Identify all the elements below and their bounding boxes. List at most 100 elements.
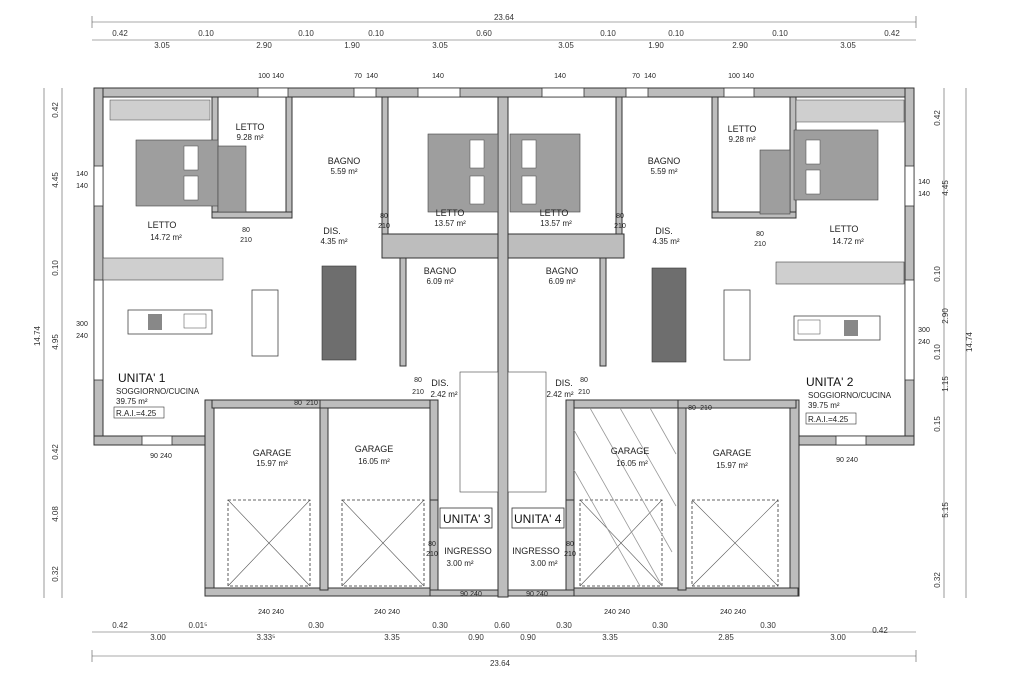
opening-height: 140 [918, 179, 930, 186]
garage-door-icon [691, 499, 779, 587]
dining-table-icon [251, 289, 279, 357]
left-dim: 0.42 [51, 444, 60, 460]
opening-height: 210 [412, 389, 424, 396]
unit-2-area: 39.75 m² [808, 401, 840, 410]
bottom-dimensions: 0.42 0.01⁵ 0.30 0.30 0.60 0.30 0.30 0.30… [91, 621, 917, 668]
top-dimensions: 23.64 0.42 0.10 0.10 0.10 0.60 0.10 0.10… [91, 13, 917, 50]
top-dim: 0.10 [368, 29, 384, 38]
opening-width: 100 [728, 73, 740, 80]
room-area: 15.97 m² [256, 459, 288, 468]
room-name: GARAGE [355, 444, 394, 454]
left-dim: 0.10 [51, 260, 60, 276]
double-bed-icon [509, 133, 581, 213]
bottom-dim: 0.01⁵ [189, 621, 208, 630]
top-total-dim: 23.64 [494, 13, 515, 22]
opening-height: 140 [76, 183, 88, 190]
opening-width: 80 [414, 377, 422, 384]
opening-height: 140 [366, 73, 378, 80]
left-dim: 0.32 [51, 566, 60, 582]
room-area: 3.00 m² [446, 559, 473, 568]
opening-width: 70 [632, 73, 640, 80]
opening-width: 80 [566, 541, 574, 548]
bottom-dim: 0.42 [872, 626, 888, 635]
room-name: BAGNO [424, 266, 457, 276]
room-area: 13.57 m² [540, 219, 572, 228]
opening-width: 80 [428, 541, 436, 548]
top-dim: 0.10 [198, 29, 214, 38]
bottom-dim: 3.35 [384, 633, 400, 642]
bottom-dim: 3.00 [830, 633, 846, 642]
opening-width: 90 [836, 457, 844, 464]
opening-height: 240 [536, 591, 548, 598]
room-area: 13.57 m² [434, 219, 466, 228]
room-area: 5.59 m² [330, 167, 357, 176]
room-name: DIS. [431, 378, 449, 388]
left-dim: 4.95 [51, 334, 60, 350]
opening-width: 80 [756, 231, 764, 238]
room-area: 6.09 m² [426, 277, 453, 286]
left-dim: 4.08 [51, 506, 60, 522]
opening-height: 240 [160, 453, 172, 460]
unit-3-title: UNITA' 3 [443, 512, 491, 526]
unit-1-room: SOGGIORNO/CUCINA [116, 387, 200, 396]
opening-height: 210 [306, 400, 318, 407]
right-dim: 1.15 [941, 376, 950, 392]
top-dim: 1.90 [648, 41, 664, 50]
opening-height: 140 [742, 73, 754, 80]
opening-height: 210 [426, 551, 438, 558]
room-area: 2.42 m² [546, 390, 573, 399]
room-name: GARAGE [253, 448, 292, 458]
bottom-dim: 0.30 [308, 621, 324, 630]
opening-width: 300 [76, 321, 88, 328]
bottom-dim: 3.33⁵ [257, 633, 276, 642]
top-dim: 3.05 [154, 41, 170, 50]
opening-height: 140 [554, 73, 566, 80]
opening-height: 210 [754, 241, 766, 248]
room-area: 6.09 m² [548, 277, 575, 286]
top-dim: 0.10 [298, 29, 314, 38]
top-dim: 2.90 [256, 41, 272, 50]
bottom-dim: 0.90 [520, 633, 536, 642]
top-dim: 3.05 [840, 41, 856, 50]
windows [93, 87, 915, 446]
room-name: DIS. [555, 378, 573, 388]
left-dimensions: 14.74 0.42 4.45 0.10 4.95 0.42 4.08 0.32 [33, 88, 63, 598]
sofa-icon [651, 267, 687, 363]
room-area: 16.05 m² [358, 457, 390, 466]
room-name: DIS. [323, 226, 341, 236]
opening-width: 70 [354, 73, 362, 80]
opening-width: 80 [616, 213, 624, 220]
opening-height: 210 [378, 223, 390, 230]
room-name: BAGNO [328, 156, 361, 166]
room-labels: LETTO 9.28 m² LETTO 14.72 m² BAGNO 5.59 … [148, 122, 865, 568]
left-dim: 4.45 [51, 172, 60, 188]
room-area: 16.05 m² [616, 459, 648, 468]
opening-width: 80 [294, 400, 302, 407]
unit-2-room: SOGGIORNO/CUCINA [808, 391, 892, 400]
opening-width: 80 [580, 377, 588, 384]
room-area: 14.72 m² [150, 233, 182, 242]
bottom-dim: 2.85 [718, 633, 734, 642]
room-name: INGRESSO [444, 546, 492, 556]
top-dim: 0.60 [476, 29, 492, 38]
opening-width: 80 [380, 213, 388, 220]
top-dim: 3.05 [558, 41, 574, 50]
opening-height: 140 [272, 73, 284, 80]
opening-height: 240 [272, 609, 284, 616]
opening-height: 240 [618, 609, 630, 616]
right-dim: 0.10 [933, 344, 942, 360]
room-name: INGRESSO [512, 546, 560, 556]
bottom-dim: 0.30 [556, 621, 572, 630]
bottom-dim: 0.30 [760, 621, 776, 630]
top-dim: 0.10 [600, 29, 616, 38]
opening-height: 240 [76, 333, 88, 340]
dining-table-icon [723, 289, 751, 361]
opening-width: 80 [688, 405, 696, 412]
unit-1-area: 39.75 m² [116, 397, 148, 406]
hatched-area [573, 407, 677, 587]
top-dim: 3.05 [432, 41, 448, 50]
room-name: LETTO [236, 122, 265, 132]
double-bed-icon [427, 133, 499, 213]
right-dim: 5.15 [941, 502, 950, 518]
